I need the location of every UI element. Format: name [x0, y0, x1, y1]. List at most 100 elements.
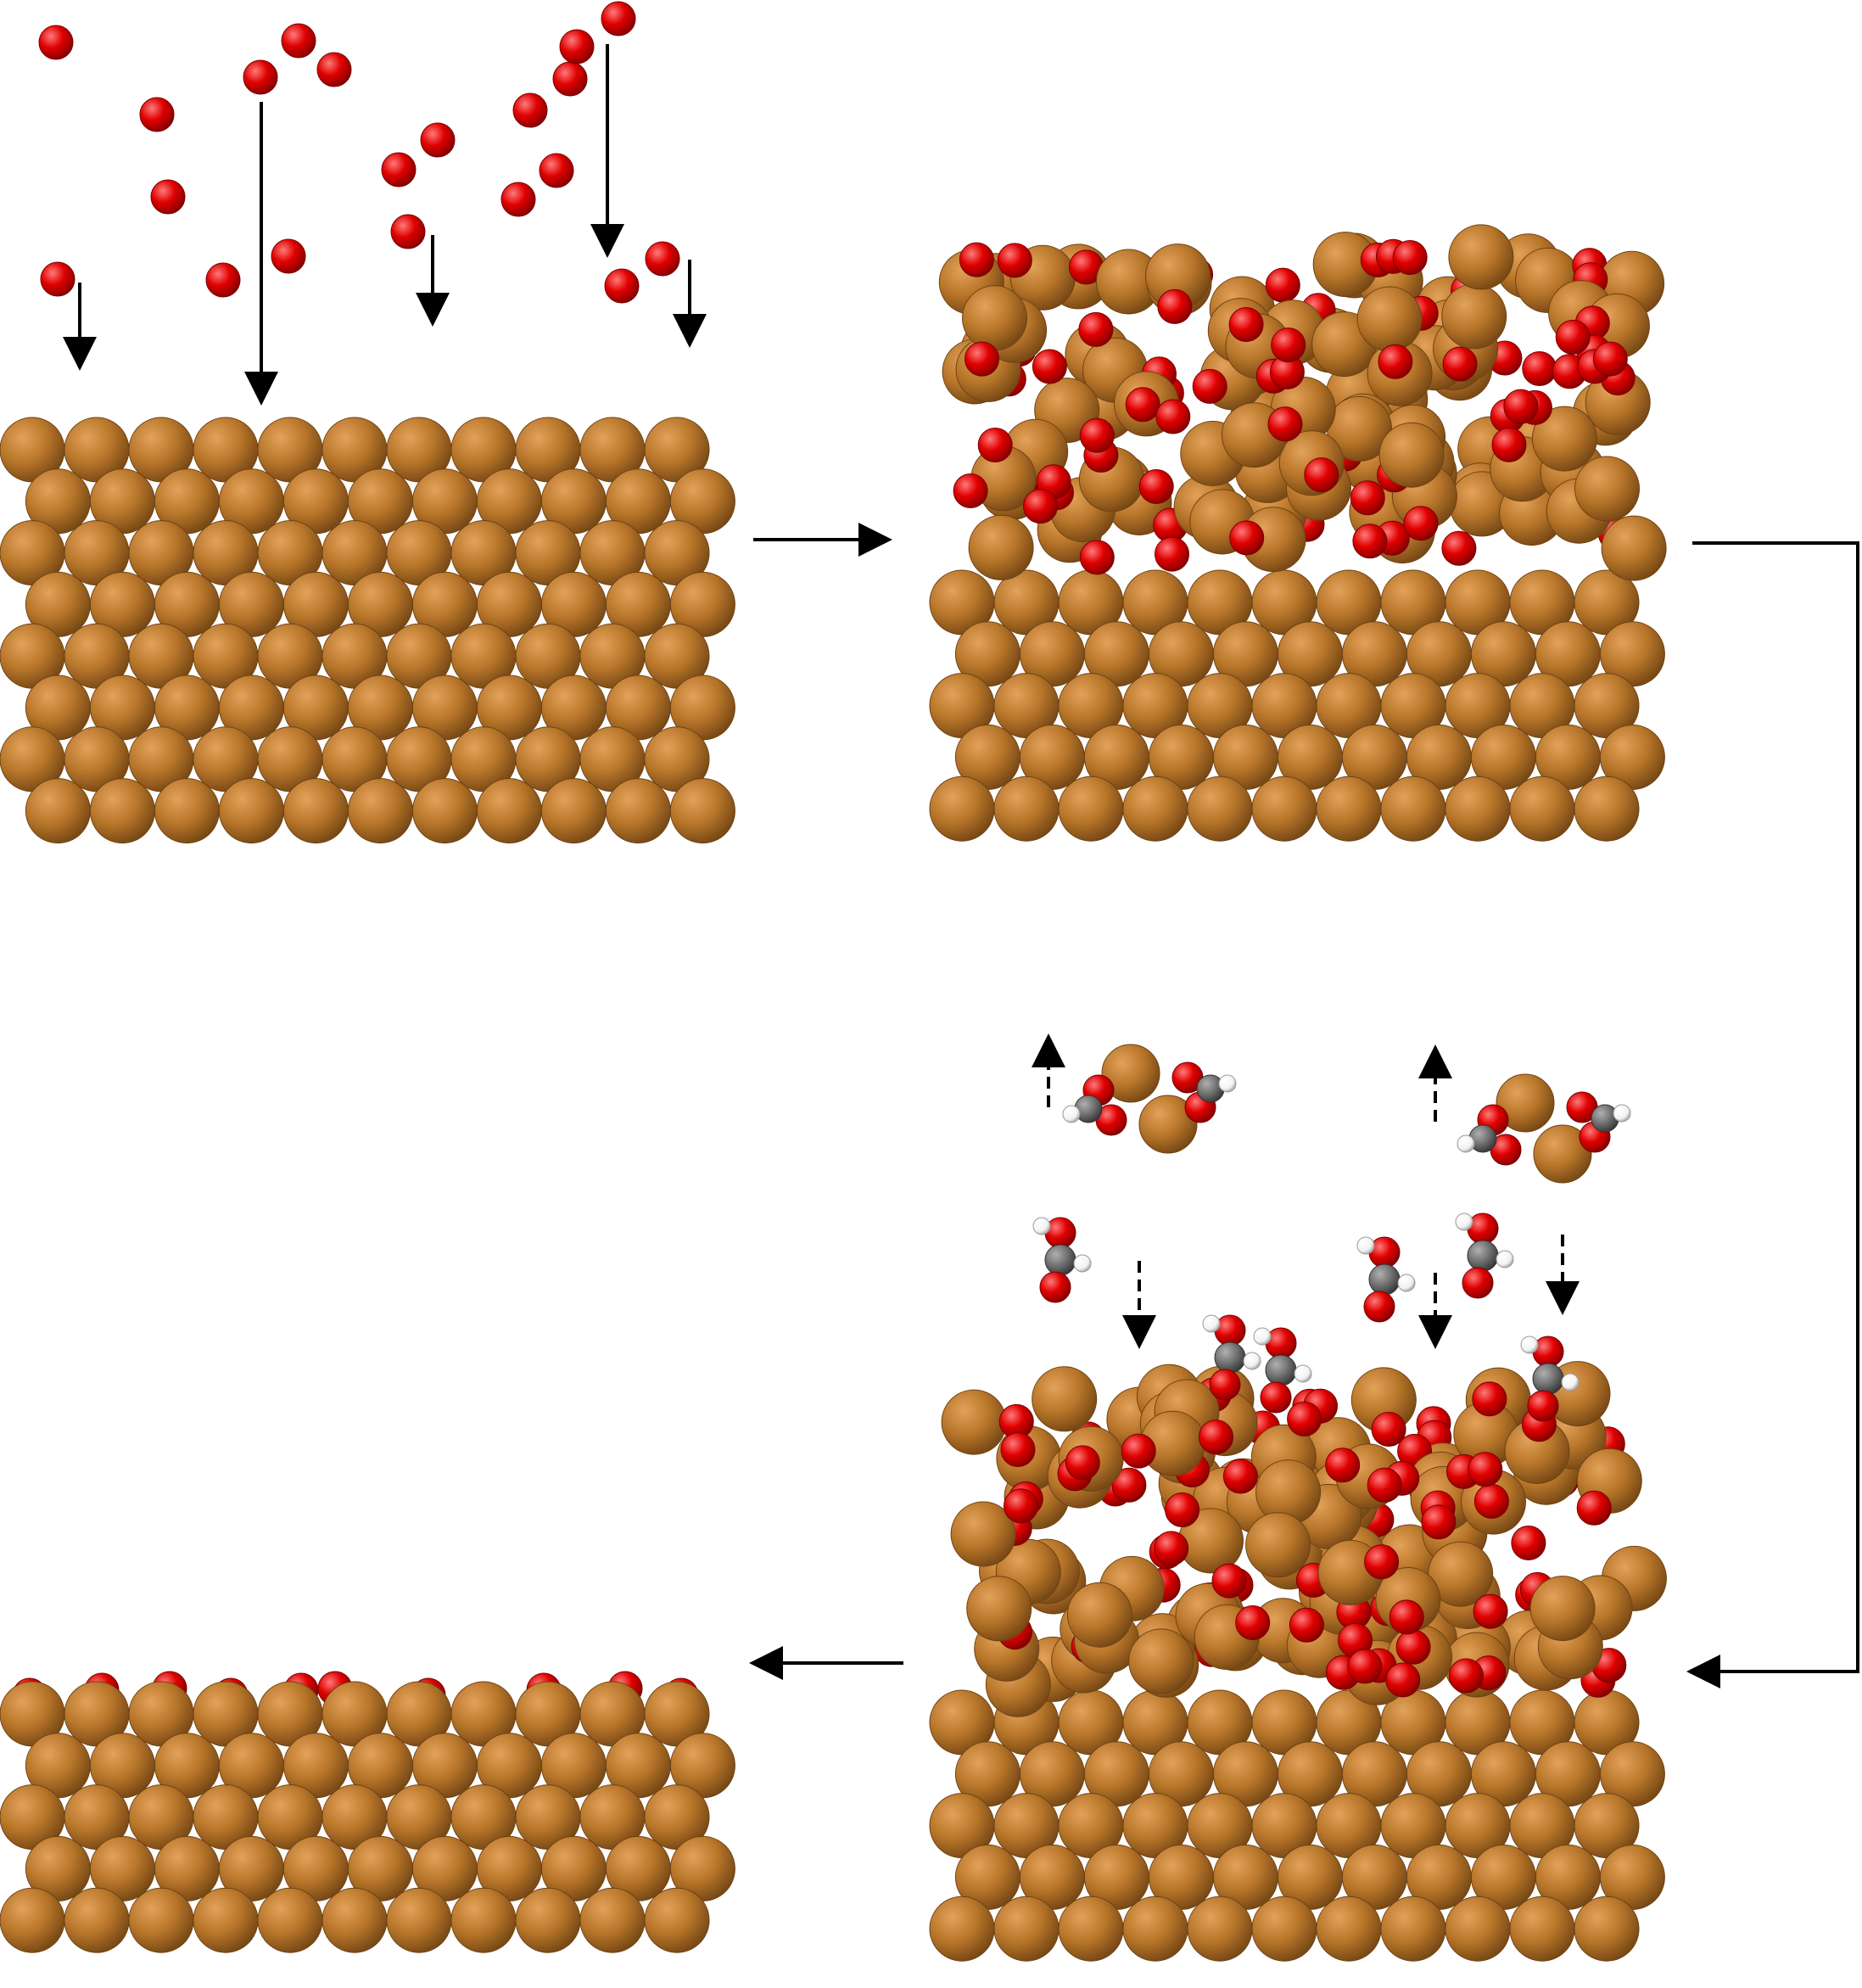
hydrogen-atom-icon: [1356, 1236, 1375, 1255]
oxygen-atom-icon: [1378, 344, 1413, 379]
oxygen-atom-icon: [1229, 520, 1265, 556]
oxygen-atom-icon: [420, 122, 456, 158]
oxygen-atom-icon: [959, 242, 994, 277]
oxygen-atom-icon: [1192, 368, 1227, 404]
gas-phase-molecules: [1032, 1044, 1631, 1422]
oxygen-atom-icon: [1267, 406, 1303, 442]
oxygen-atom-icon: [1065, 1445, 1100, 1481]
oxygen-atom-icon: [539, 153, 574, 188]
hydrogen-atom-icon: [1062, 1105, 1081, 1123]
hydrogen-atom-icon: [1561, 1373, 1580, 1392]
copper-atom-icon: [1378, 422, 1445, 488]
copper-atom-icon: [993, 1896, 1060, 1962]
copper-atom-icon: [1128, 1628, 1194, 1694]
oxygen-atom-icon: [1265, 267, 1300, 303]
copper-atom-icon: [644, 1887, 710, 1953]
copper-atom-icon: [1380, 776, 1446, 842]
oxygen-atom-icon: [1367, 1467, 1402, 1503]
copper-atom-icon: [968, 514, 1034, 580]
oxygen-atom-icon: [1138, 469, 1174, 504]
oxygen-atom-icon: [965, 341, 999, 377]
copper-atom-icon: [1066, 1582, 1132, 1648]
copper-atom-icon: [1574, 456, 1640, 522]
formic-acid-icon: [1356, 1236, 1416, 1323]
oxygen-atom-icon: [1155, 536, 1189, 572]
oxygen-atom-icon: [1287, 1401, 1322, 1436]
copper-atom-icon: [1441, 283, 1507, 350]
copper-atom-icon: [411, 778, 478, 844]
copper-atom-icon: [929, 1896, 995, 1962]
hydrogen-atom-icon: [1202, 1314, 1221, 1333]
hydrogen-atom-icon: [1496, 1250, 1514, 1268]
oxidized-copper-slab-panel: [929, 224, 1667, 842]
oxygen-atom-icon: [243, 59, 278, 95]
copper-atom-icon: [1601, 515, 1667, 581]
dashed-arrows: [1032, 1033, 1580, 1349]
copper-atom-icon: [476, 778, 542, 844]
adsorbed-formate: [1202, 1314, 1580, 1422]
copper-atom-icon: [993, 776, 1060, 842]
oxygen-atom-icon: [1157, 288, 1193, 324]
copper-atom-icon: [1316, 1896, 1382, 1962]
oxygen-atom-icon: [1079, 417, 1115, 453]
copper-atom-icon: [1187, 776, 1253, 842]
oxygen-atom-icon: [1395, 1629, 1431, 1665]
clean-copper-slab-panel: [0, 1, 735, 844]
formic-acid-icon: [1455, 1212, 1514, 1299]
oxygen-atom-icon: [1121, 1433, 1156, 1469]
oxygen-atom-icon: [1371, 1412, 1406, 1447]
oxygen-atom-icon: [1511, 1526, 1546, 1560]
process-flow-arrows: [749, 523, 1859, 1688]
oxygen-atom-icon: [1125, 387, 1160, 423]
copper-atom-icon: [64, 1887, 130, 1953]
copper-atom-icon: [1058, 776, 1124, 842]
oxygen-atom-icon: [1441, 530, 1477, 566]
oxygen-atom-icon: [1350, 480, 1385, 516]
carbon-atom-icon: [1214, 1341, 1246, 1374]
carbon-atom-icon: [1467, 1240, 1499, 1272]
copper-atom-icon: [347, 778, 413, 844]
oxygen-atom-icon: [1473, 1593, 1508, 1629]
copper-atom-icon: [950, 1501, 1016, 1567]
oxygen-atom-icon: [1165, 1492, 1200, 1527]
copper-atom-icon: [0, 1887, 65, 1953]
oxygen-atom-icon: [1228, 307, 1264, 342]
oxygen-atom-icon: [552, 61, 588, 97]
copper-atom-icon: [1251, 1896, 1317, 1962]
copper-atom-icon: [515, 1887, 581, 1953]
oxygen-atom-icon: [645, 241, 680, 277]
carbon-atom-icon: [1044, 1244, 1076, 1276]
copper-atom-icon: [1245, 1512, 1311, 1578]
copper-atom-icon: [941, 1389, 1007, 1455]
oxygen-atom-icon: [1491, 427, 1527, 462]
oxygen-atom-icon: [205, 262, 241, 298]
oxygen-atom-icon: [1079, 540, 1115, 575]
oxygen-atom-icon: [271, 238, 306, 274]
oxygen-atom-icon: [139, 97, 175, 132]
copper-atom-icon: [450, 1887, 517, 1953]
oxygen-atom-icon: [1403, 506, 1439, 541]
hydrogen-atom-icon: [1613, 1104, 1631, 1123]
oxygen-atom-icon: [1032, 349, 1067, 384]
oxygen-atom-icon: [997, 243, 1032, 278]
hydrogen-atom-icon: [1073, 1254, 1092, 1273]
oxygen-atom-icon: [512, 92, 548, 128]
copper-atom-icon: [1101, 1044, 1160, 1103]
oxygen-atom-icon: [1154, 1531, 1189, 1566]
oxygen-atom-icon: [1289, 1607, 1324, 1643]
hydrogen-atom-icon: [1455, 1212, 1473, 1231]
copper-atom-icon: [386, 1887, 452, 1953]
copper-formate-icon: [1062, 1044, 1237, 1154]
hydrogen-atom-icon: [1032, 1217, 1051, 1235]
copper-atom-icon: [218, 778, 284, 844]
oxygen-atom-icon: [1004, 1488, 1038, 1524]
oxygen-atom-icon: [1222, 1459, 1258, 1494]
carbon-atom-icon: [1368, 1263, 1401, 1296]
oxygen-atom-icon: [1392, 240, 1428, 275]
oxygen-atom-icon: [1111, 1467, 1147, 1503]
oxygen-atom-icon: [1235, 1605, 1271, 1640]
oxygen-atom-icon: [953, 473, 988, 508]
copper-atom-icon: [669, 778, 735, 844]
oxygen-atom-icon: [1209, 1369, 1241, 1401]
oxygen-atom-icon: [150, 179, 186, 215]
